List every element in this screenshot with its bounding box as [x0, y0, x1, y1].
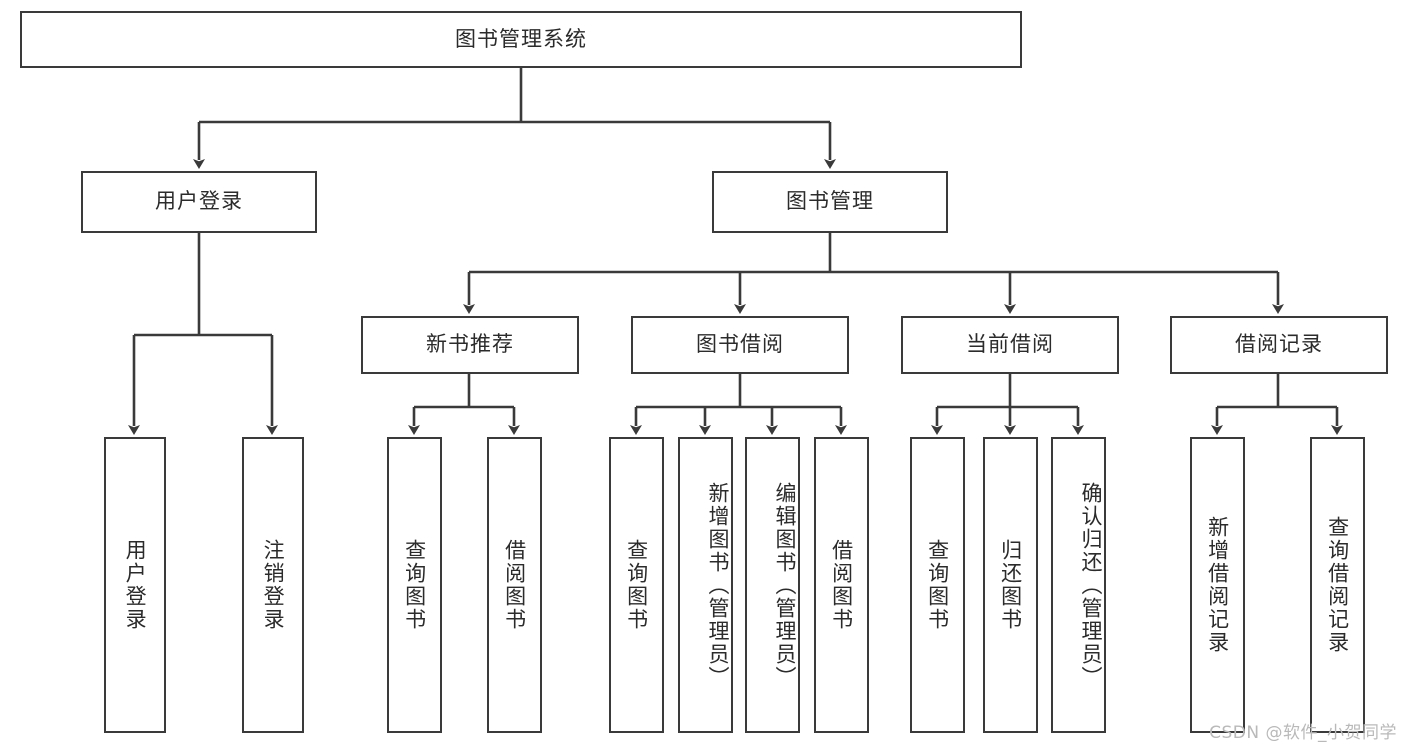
node-book-borrow[interactable]: 图书借阅 — [631, 316, 849, 374]
leaf-query-book-borrow[interactable]: 查询图书 — [609, 437, 664, 733]
leaf-query-book-current[interactable]: 查询图书 — [910, 437, 965, 733]
leaf-query-book-recommendation-label: 查询图书 — [402, 539, 427, 631]
leaf-add-book-admin[interactable]: 新增图书（管理员） — [678, 437, 733, 733]
leaf-borrow-book-recommendation-label: 借阅图书 — [502, 539, 527, 631]
node-user-login-label: 用户登录 — [155, 189, 243, 214]
leaf-borrow-book-recommendation[interactable]: 借阅图书 — [487, 437, 542, 733]
leaf-edit-book-admin[interactable]: 编辑图书（管理员） — [745, 437, 800, 733]
node-root[interactable]: 图书管理系统 — [20, 11, 1022, 68]
leaf-return-book[interactable]: 归还图书 — [983, 437, 1038, 733]
node-borrow-record[interactable]: 借阅记录 — [1170, 316, 1388, 374]
node-root-label: 图书管理系统 — [455, 26, 587, 51]
leaf-query-book-recommendation[interactable]: 查询图书 — [387, 437, 442, 733]
leaf-add-borrow-record[interactable]: 新增借阅记录 — [1190, 437, 1245, 733]
node-current-borrow-label: 当前借阅 — [966, 332, 1054, 357]
leaf-return-book-label: 归还图书 — [998, 539, 1023, 631]
node-borrow-record-label: 借阅记录 — [1235, 332, 1323, 357]
node-book-manage-label: 图书管理 — [786, 189, 874, 214]
leaf-query-borrow-record-label: 查询借阅记录 — [1325, 516, 1350, 654]
node-new-book-recommendation[interactable]: 新书推荐 — [361, 316, 579, 374]
leaf-user-login[interactable]: 用户登录 — [104, 437, 166, 733]
node-current-borrow[interactable]: 当前借阅 — [901, 316, 1119, 374]
node-book-manage[interactable]: 图书管理 — [712, 171, 948, 233]
node-user-login[interactable]: 用户登录 — [81, 171, 317, 233]
leaf-confirm-return-admin[interactable]: 确认归还（管理员） — [1051, 437, 1106, 733]
leaf-user-logout[interactable]: 注销登录 — [242, 437, 304, 733]
node-book-borrow-label: 图书借阅 — [696, 332, 784, 357]
leaf-query-borrow-record[interactable]: 查询借阅记录 — [1310, 437, 1365, 733]
leaf-user-logout-label: 注销登录 — [261, 539, 286, 631]
csdn-watermark: CSDN @软件_小贺同学 — [1209, 723, 1397, 743]
leaf-add-book-admin-label: 新增图书（管理员） — [706, 481, 730, 689]
node-new-book-recommendation-label: 新书推荐 — [426, 332, 514, 357]
leaf-add-borrow-record-label: 新增借阅记录 — [1205, 516, 1230, 654]
leaf-confirm-return-admin-label: 确认归还（管理员） — [1079, 481, 1103, 689]
leaf-query-book-current-label: 查询图书 — [925, 539, 950, 631]
leaf-borrow-book[interactable]: 借阅图书 — [814, 437, 869, 733]
leaf-edit-book-admin-label: 编辑图书（管理员） — [773, 481, 797, 689]
leaf-borrow-book-label: 借阅图书 — [829, 539, 854, 631]
leaf-query-book-borrow-label: 查询图书 — [624, 539, 649, 631]
leaf-user-login-label: 用户登录 — [123, 539, 148, 631]
